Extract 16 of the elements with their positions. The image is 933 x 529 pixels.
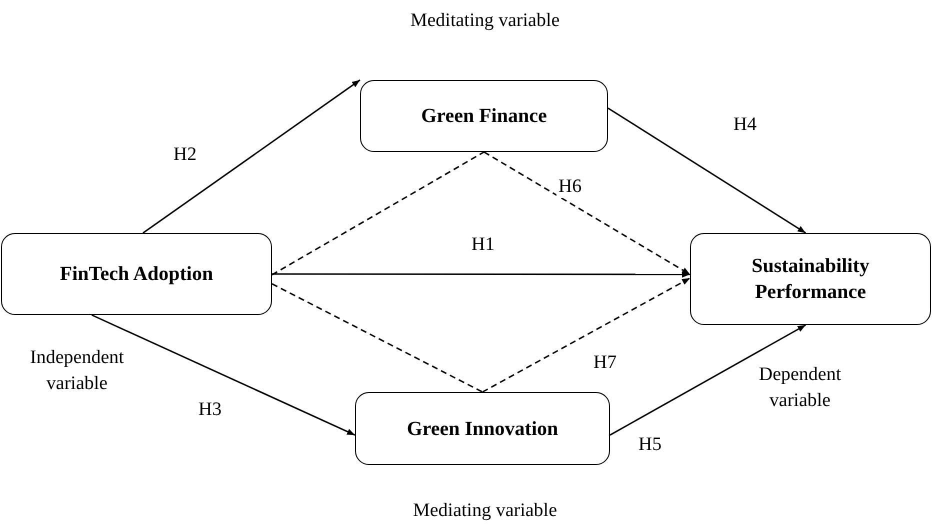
variable-box: Sustainability Performance bbox=[690, 233, 931, 325]
arrow bbox=[608, 107, 806, 234]
variable-type-label: Independent variable bbox=[29, 346, 125, 396]
variable-type-label: Meditating variable bbox=[409, 9, 561, 33]
dashed-arrow bbox=[484, 151, 690, 276]
arrow bbox=[272, 271, 690, 278]
variable-box: Green Innovation bbox=[355, 392, 610, 465]
arrow bbox=[142, 79, 360, 234]
arrow bbox=[91, 314, 356, 436]
dashed-arrow bbox=[482, 277, 690, 393]
variable-type-label: Dependent variable bbox=[758, 363, 842, 413]
variable-box: FinTech Adoption bbox=[1, 233, 272, 315]
variable-type-label: Mediating variable bbox=[412, 499, 558, 523]
hypothesis-label: H6 bbox=[556, 176, 584, 198]
variable-box: Green Finance bbox=[360, 80, 608, 152]
arrow bbox=[610, 324, 806, 436]
